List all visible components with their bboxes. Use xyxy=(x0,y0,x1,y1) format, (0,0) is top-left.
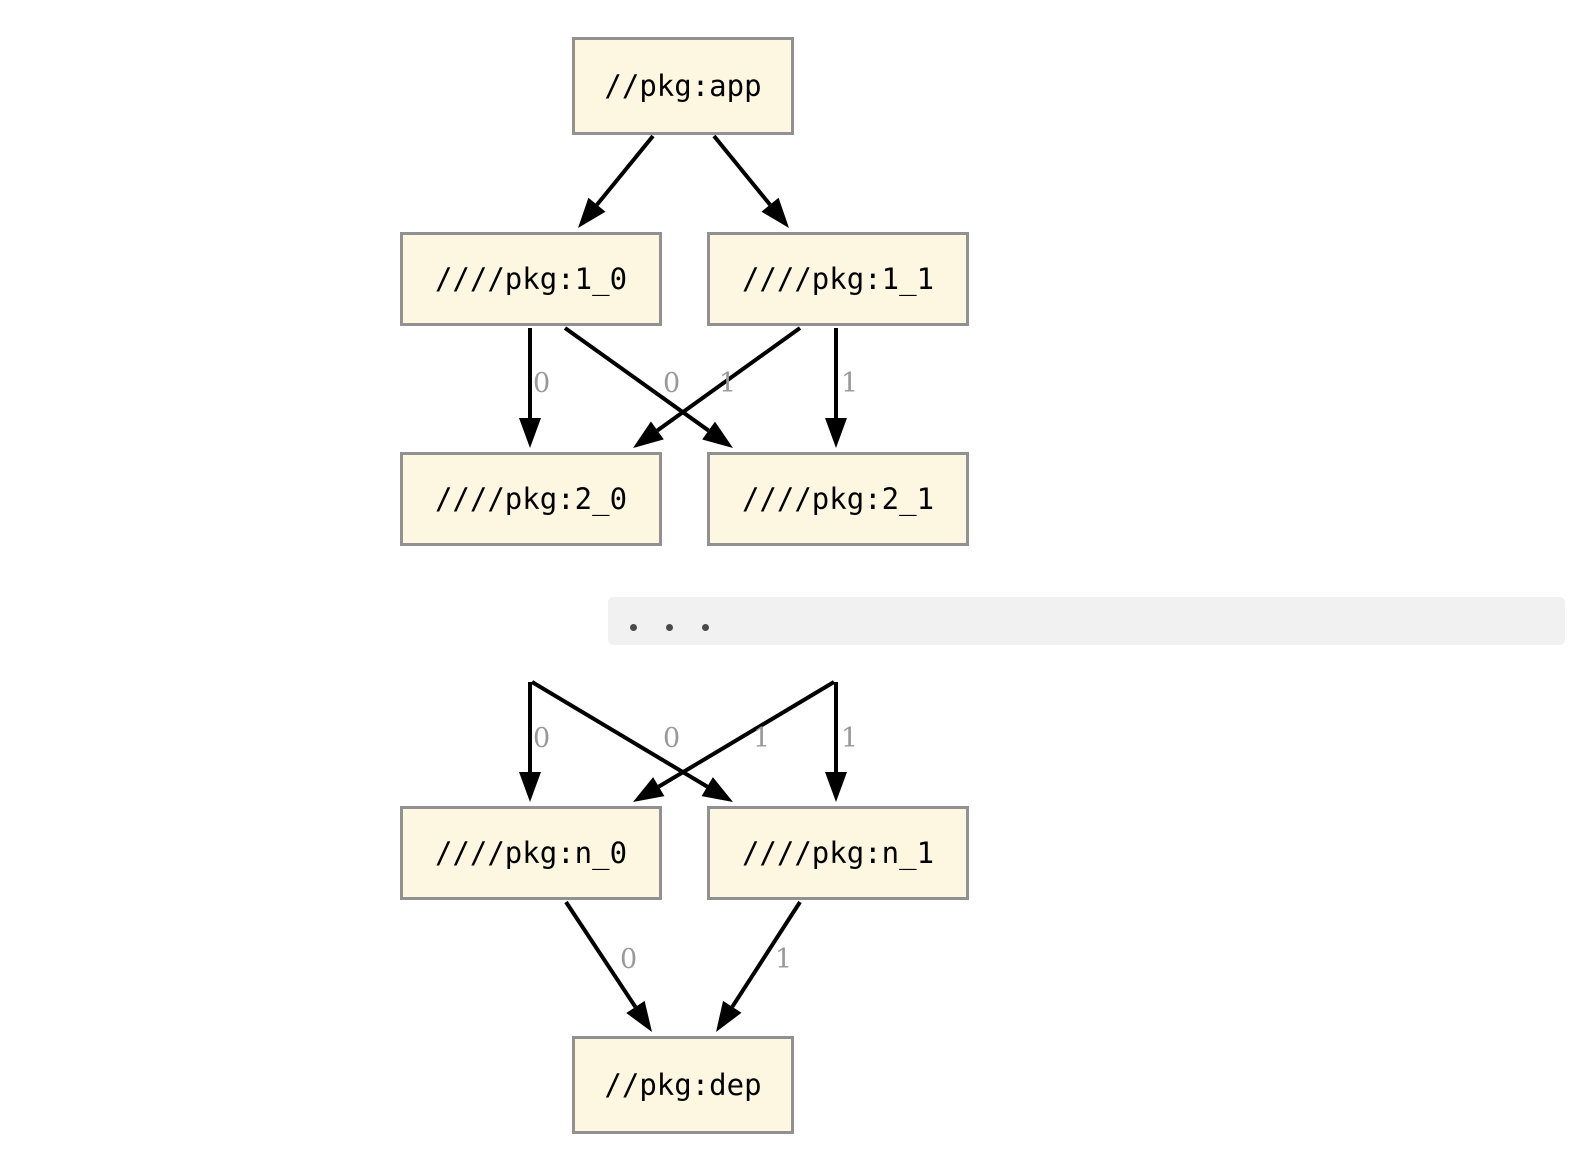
graph-edge-to-ln_1 xyxy=(530,680,733,802)
graph-node-l2_0[interactable]: ////pkg:2_0 xyxy=(400,452,662,546)
graph-node-l1_0[interactable]: ////pkg:1_0 xyxy=(400,232,662,326)
graph-node-label: ////pkg:1_0 xyxy=(434,262,628,296)
graph-node-ln_1[interactable]: ////pkg:n_1 xyxy=(707,806,969,900)
arrow-head-icon xyxy=(825,772,847,802)
arrow-head-icon xyxy=(633,421,664,448)
arrow-head-icon xyxy=(825,418,847,448)
arrow-head-icon xyxy=(626,1000,652,1032)
edge-label: 0 xyxy=(663,368,681,399)
graph-node-label: //pkg:dep xyxy=(604,1068,762,1102)
arrow-head-icon xyxy=(519,772,541,802)
ellipsis-dot-icon xyxy=(666,624,673,631)
graph-edge-l1_0-to-l2_1 xyxy=(563,326,733,448)
graph-node-l1_1[interactable]: ////pkg:1_1 xyxy=(707,232,969,326)
graph-node-dep[interactable]: //pkg:dep xyxy=(572,1036,794,1134)
arrow-head-icon xyxy=(701,777,733,802)
graph-node-label: ////pkg:1_1 xyxy=(741,262,935,296)
arrow-head-icon xyxy=(633,777,665,802)
graph-node-label: ////pkg:2_1 xyxy=(741,482,935,516)
graph-node-ln_0[interactable]: ////pkg:n_0 xyxy=(400,806,662,900)
arrow-head-icon xyxy=(519,418,541,448)
edge-label: 1 xyxy=(841,368,859,399)
graph-node-label: //pkg:app xyxy=(604,69,762,103)
arrow-head-icon xyxy=(578,197,606,228)
edge-label: 1 xyxy=(841,723,859,754)
graph-node-label: ////pkg:n_1 xyxy=(741,836,935,870)
edge-label: 0 xyxy=(663,723,681,754)
graph-edge-ln_0-to-dep xyxy=(564,900,652,1032)
graph-node-app[interactable]: //pkg:app xyxy=(572,37,794,135)
ellipsis-dots xyxy=(630,624,709,631)
edge-label: 0 xyxy=(620,944,638,975)
ellipsis-dot-icon xyxy=(630,624,637,631)
edge-label: 1 xyxy=(719,368,737,399)
graph-node-l2_1[interactable]: ////pkg:2_1 xyxy=(707,452,969,546)
graph-node-label: ////pkg:n_0 xyxy=(434,836,628,870)
edge-label: 1 xyxy=(775,944,793,975)
edge-label: 0 xyxy=(533,368,551,399)
graph-edge-l1_1-to-l2_0 xyxy=(633,326,802,448)
graph-edge-app-to-l1_0 xyxy=(578,134,655,228)
graph-edge-app-to-l1_1 xyxy=(712,134,789,228)
graph-node-label: ////pkg:2_0 xyxy=(434,482,628,516)
edge-label: 1 xyxy=(753,723,771,754)
arrow-head-icon xyxy=(716,1000,742,1032)
edge-label: 0 xyxy=(533,723,551,754)
arrow-head-icon xyxy=(761,197,789,228)
ellipsis-dot-icon xyxy=(702,624,709,631)
arrow-head-icon xyxy=(702,421,733,448)
collapsed-section-indicator xyxy=(608,597,1565,645)
